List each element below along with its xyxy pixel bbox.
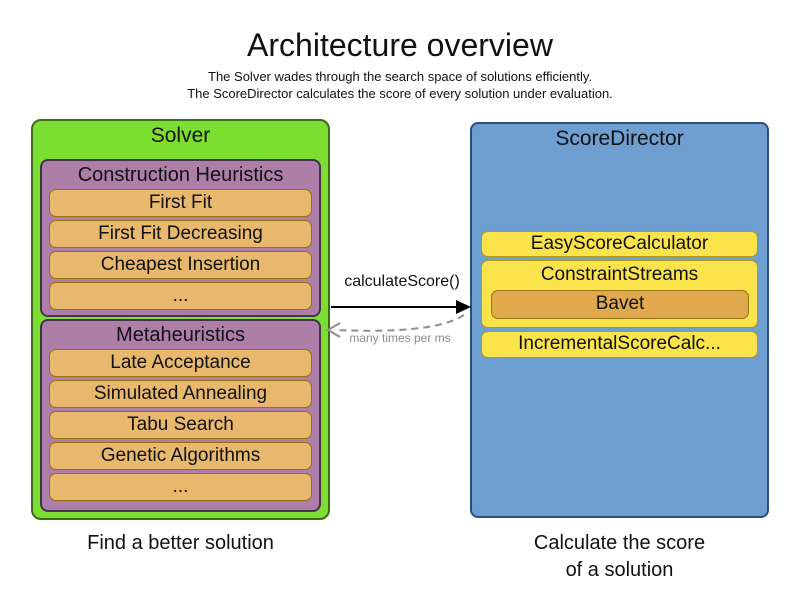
solver-caption: Find a better solution: [87, 532, 274, 554]
calculate-score-label: calculateScore(): [344, 273, 460, 290]
algorithm-item: Simulated Annealing: [49, 380, 312, 408]
algorithm-item: Cheapest Insertion: [49, 251, 312, 279]
algorithm-item: Tabu Search: [49, 411, 312, 439]
solver-label: Solver: [150, 124, 211, 147]
algorithm-item: First Fit Decreasing: [49, 220, 312, 248]
calculate-score-arrow: [331, 300, 471, 314]
caption-line-2: of a solution: [565, 559, 674, 581]
frequency-label: many times per ms: [349, 331, 451, 345]
calculator-item: IncrementalScoreCalc...: [481, 331, 758, 358]
algorithm-item: ...: [49, 473, 312, 501]
algorithm-item: Genetic Algorithms: [49, 442, 312, 470]
subtitle-line-1: The Solver wades through the search spac…: [208, 69, 592, 84]
subtitle-line-2: The ScoreDirector calculates the score o…: [187, 86, 613, 101]
metaheuristics-label: Metaheuristics: [116, 324, 245, 346]
page-title: Architecture overview: [247, 27, 553, 63]
algorithm-item: First Fit: [49, 189, 312, 217]
algorithm-item: ...: [49, 282, 312, 310]
calculator-item: EasyScoreCalculator: [481, 231, 758, 257]
score-director-label: ScoreDirector: [555, 127, 684, 150]
score-director-caption: Calculate the score of a solution: [470, 530, 769, 584]
bavet-box: Bavet: [491, 290, 749, 319]
caption-line-1: Calculate the score: [533, 532, 706, 554]
algorithm-item: Late Acceptance: [49, 349, 312, 377]
construction-heuristics-label: Construction Heuristics: [77, 164, 284, 186]
constraint-streams-label: ConstraintStreams: [540, 264, 699, 285]
